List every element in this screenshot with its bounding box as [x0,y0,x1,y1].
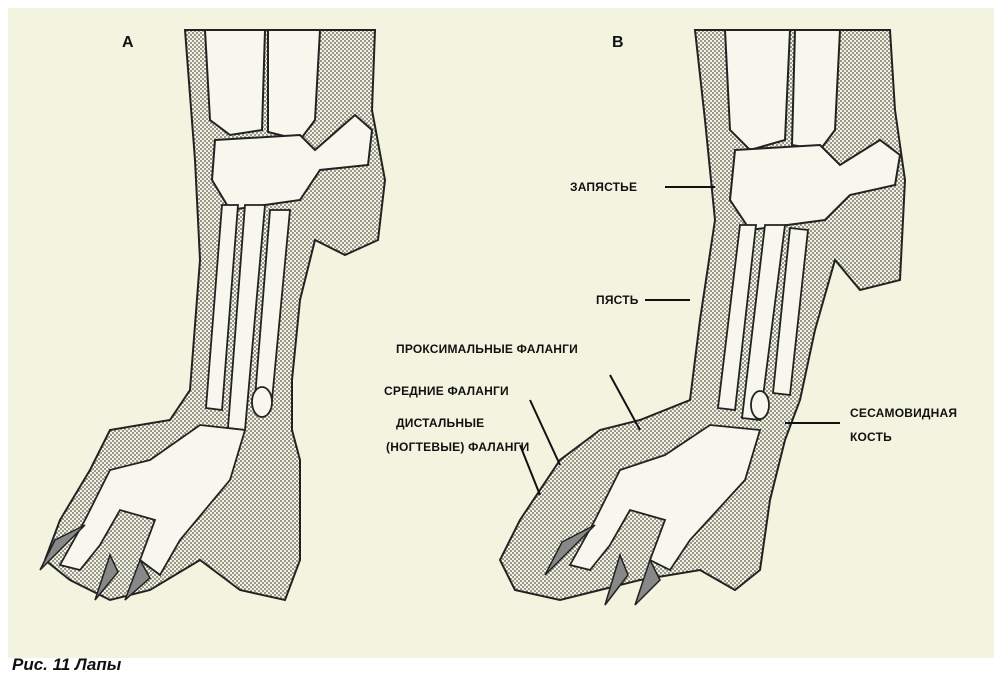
paw-b-radius [725,30,790,150]
paw-a-sesamoid [252,387,272,417]
label-metacarpus: ПЯСТЬ [596,293,639,307]
paw-a [40,30,385,600]
label-proximal-phalanges: ПРОКСИМАЛЬНЫЕ ФАЛАНГИ [396,342,578,356]
leader-middle [530,400,560,465]
paw-a-radius [205,30,265,135]
panel-b-letter: B [612,34,624,52]
paw-b-sesamoid [751,391,769,419]
paw-a-ulna [268,30,320,140]
label-sesamoid-line1: СЕСАМОВИДНАЯ [850,406,957,420]
leader-proximal [610,375,640,430]
label-distal-phalanges-line1: ДИСТАЛЬНЫЕ [396,416,484,430]
label-wrist: ЗАПЯСТЬЕ [570,180,637,194]
figure-caption: Рис. 11 Лапы [12,655,121,675]
label-sesamoid-line2: КОСТЬ [850,430,892,444]
paw-b [500,30,905,605]
label-middle-phalanges: СРЕДНИЕ ФАЛАНГИ [384,384,509,398]
label-distal-phalanges-line2: (НОГТЕВЫЕ) ФАЛАНГИ [386,440,529,454]
panel-a-letter: A [122,34,134,52]
paw-b-ulna [792,30,840,150]
